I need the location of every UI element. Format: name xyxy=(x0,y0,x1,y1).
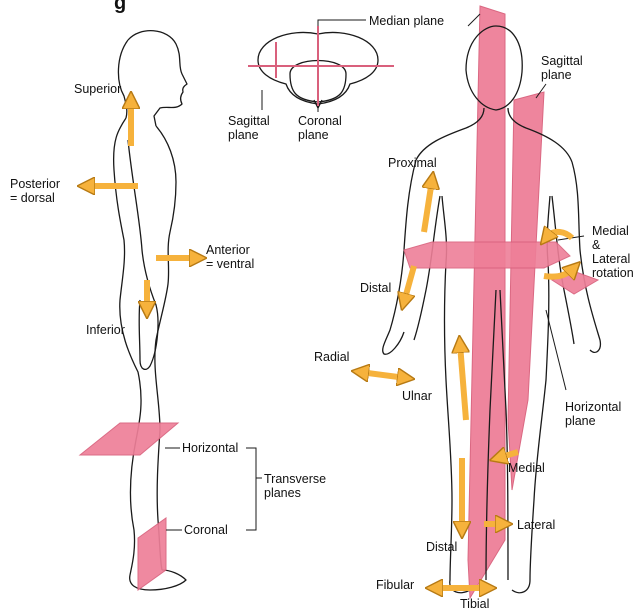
label-transverse-planes: Transverse planes xyxy=(264,472,326,500)
label-anterior: Anterior = ventral xyxy=(206,243,254,271)
label-sagittal-right: Sagittal plane xyxy=(541,54,583,82)
label-proximal: Proximal xyxy=(388,156,437,170)
distal-arrow-hand xyxy=(404,266,414,302)
leg-up-arrow xyxy=(460,344,466,420)
label-sagittal-head: Sagittal plane xyxy=(228,114,270,142)
label-distal-leg: Distal xyxy=(426,540,457,554)
horizontal-plane-right xyxy=(404,242,570,268)
horizontal-plane-left xyxy=(80,423,178,455)
label-coronal-head: Coronal plane xyxy=(298,114,342,142)
label-inferior: Inferior xyxy=(86,323,125,337)
label-posterior: Posterior = dorsal xyxy=(10,177,60,205)
label-lateral: Lateral xyxy=(517,518,555,532)
label-superior: Superior xyxy=(74,82,121,96)
label-horizontal-plane-right: Horizontal plane xyxy=(565,400,621,428)
title-fragment: g xyxy=(114,0,126,15)
radial-ulnar-arrow xyxy=(360,372,406,378)
rotation-arrow-upper xyxy=(546,232,572,238)
label-medial: Medial xyxy=(508,461,545,475)
side-view-figure xyxy=(114,31,187,590)
label-median-plane: Median plane xyxy=(369,14,444,28)
label-tibial: Tibial xyxy=(460,597,489,611)
arrows-left xyxy=(86,100,198,310)
coronal-plane-left xyxy=(138,518,166,590)
label-radial: Radial xyxy=(314,350,349,364)
label-coronal-left: Coronal xyxy=(184,523,228,537)
label-fibular: Fibular xyxy=(376,578,414,592)
label-medial-lateral-rotation: Medial & Lateral rotation xyxy=(592,224,634,280)
label-ulnar: Ulnar xyxy=(402,389,432,403)
proximal-arrow xyxy=(424,180,432,232)
label-distal-hand: Distal xyxy=(360,281,391,295)
label-horizontal-left: Horizontal xyxy=(182,441,238,455)
sagittal-plane-right xyxy=(508,92,544,490)
